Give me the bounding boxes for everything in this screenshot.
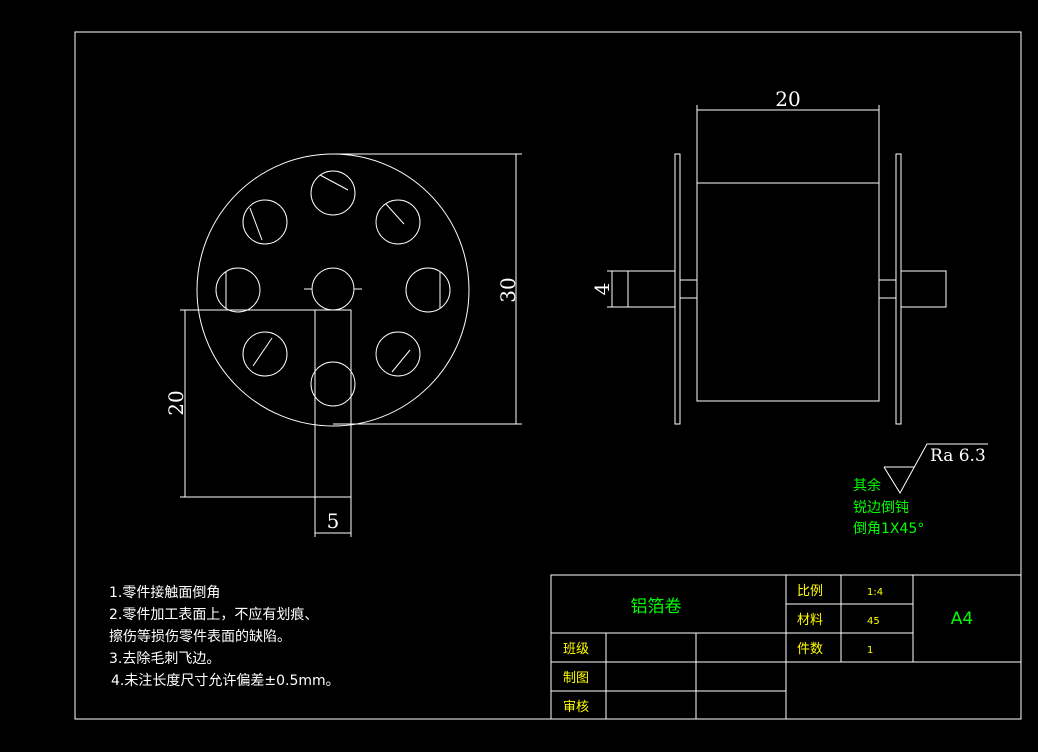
drawn-label: 制图 bbox=[563, 671, 589, 686]
dim-shaft-label: 4 bbox=[590, 283, 614, 296]
disc-outline bbox=[196, 153, 470, 427]
shaft-left-inner bbox=[679, 279, 698, 299]
hole-chord bbox=[252, 337, 273, 367]
hole-top-right bbox=[375, 199, 421, 245]
part-name: 铝箔卷 bbox=[631, 597, 682, 617]
dim-stem-width-label: 5 bbox=[327, 509, 340, 533]
sheet-size: A4 bbox=[951, 609, 973, 629]
center-hub bbox=[304, 288, 362, 311]
hole-right bbox=[405, 267, 451, 313]
dim-stem-length-label: 20 bbox=[164, 390, 188, 415]
hole-chord bbox=[385, 203, 405, 225]
front-view: 30 20 5 bbox=[164, 153, 522, 537]
hole-top bbox=[310, 170, 356, 216]
material-value: 45 bbox=[867, 616, 880, 627]
roughness-rest-label: 其余 bbox=[853, 477, 881, 494]
shaft-right-inner bbox=[878, 279, 897, 299]
stem bbox=[314, 309, 352, 498]
side-view: 20 4 bbox=[590, 87, 947, 425]
hole-top-left bbox=[242, 199, 288, 245]
hole-left bbox=[215, 267, 261, 313]
hole-bottom bbox=[310, 361, 356, 407]
technical-notes: 1.零件接触面倒角 2.零件加工表面上，不应有划痕、 擦伤等损伤零件表面的缺陷。… bbox=[109, 584, 340, 689]
hole-bottom-right bbox=[375, 331, 421, 377]
scale-label: 比例 bbox=[797, 584, 823, 599]
drawing-border bbox=[74, 31, 1022, 720]
note-1: 1.零件接触面倒角 bbox=[109, 584, 220, 601]
dim-width-label: 20 bbox=[775, 87, 800, 111]
dim-diameter-label: 30 bbox=[496, 277, 520, 302]
note-2: 2.零件加工表面上，不应有划痕、 bbox=[109, 606, 318, 623]
edge-note-line2: 倒角1X45° bbox=[853, 521, 924, 537]
review-label: 审核 bbox=[563, 700, 589, 715]
hole-chord bbox=[249, 207, 263, 241]
hole-chord bbox=[319, 174, 349, 191]
flange-left bbox=[674, 153, 681, 425]
drum-body bbox=[696, 182, 880, 402]
title-block: 铝箔卷 比例 1:4 材料 45 件数 1 A4 班级 制图 审核 bbox=[550, 574, 1022, 720]
scale-value: 1:4 bbox=[867, 587, 883, 598]
hole-chord bbox=[391, 349, 411, 373]
hub-upper-arc bbox=[311, 267, 355, 290]
note-4: 4.未注长度尺寸允许偏差±0.5mm。 bbox=[111, 673, 340, 689]
class-label: 班级 bbox=[563, 642, 589, 657]
roughness-triangle bbox=[883, 443, 988, 494]
quantity-value: 1 bbox=[867, 645, 873, 656]
material-label: 材料 bbox=[797, 613, 823, 628]
note-2-cont: 擦伤等损伤零件表面的缺陷。 bbox=[109, 628, 291, 645]
flange-right bbox=[895, 153, 902, 425]
note-3: 3.去除毛刺飞边。 bbox=[109, 651, 220, 667]
hole-bottom-left bbox=[242, 331, 288, 377]
shaft-right-outer bbox=[900, 270, 947, 308]
shaft-left-outer bbox=[627, 270, 676, 308]
surface-finish-symbol: Ra 6.3 其余 锐边倒钝 倒角1X45° bbox=[853, 443, 988, 537]
quantity-label: 件数 bbox=[797, 642, 823, 657]
edge-note-line1: 锐边倒钝 bbox=[853, 500, 909, 516]
roughness-value: Ra 6.3 bbox=[930, 446, 986, 466]
